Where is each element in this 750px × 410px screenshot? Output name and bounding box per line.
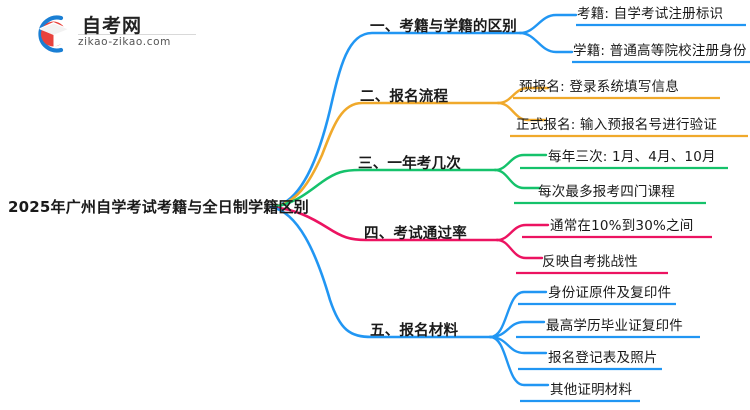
leaf-node-5-4[interactable]: 其他证明材料 (550, 382, 633, 398)
branch-node-5[interactable]: 五、报名材料 (370, 323, 459, 339)
branch-curve-2 (269, 101, 500, 209)
leaf-node-1-2[interactable]: 学籍: 普通高等院校注册身份 (573, 43, 747, 59)
leaf-node-1-1[interactable]: 考籍: 自学考试注册标识 (577, 6, 724, 22)
branch-node-4[interactable]: 四、考试通过率 (364, 226, 467, 242)
site-logo[interactable]: 自考网 zikao-zikao.com (28, 10, 198, 58)
logo-wordmark: 自考网 (82, 15, 143, 37)
graduation-cap-in-circle-icon (38, 15, 68, 53)
leaf-node-4-2[interactable]: 反映自考挑战性 (542, 254, 638, 270)
leaf-curve-1-2 (518, 31, 574, 54)
leaf-node-2-1[interactable]: 预报名: 登录系统填写信息 (519, 79, 679, 95)
leaf-curve-4-1 (495, 223, 550, 242)
leaf-curve-3-2 (493, 168, 542, 190)
leaf-node-3-2[interactable]: 每次最多报考四门课程 (538, 184, 675, 200)
logo-domain: zikao-zikao.com (78, 36, 171, 48)
branch-node-3[interactable]: 三、一年考几次 (358, 156, 461, 172)
branch-node-1[interactable]: 一、考籍与学籍的区别 (370, 19, 517, 35)
leaf-curve-5-4 (488, 335, 550, 387)
mindmap-root-node[interactable]: 2025年广州自学考试考籍与全日制学籍区别 (8, 198, 309, 216)
leaf-node-2-2[interactable]: 正式报名: 输入预报名号进行验证 (516, 117, 718, 133)
leaf-curve-5-2 (488, 320, 546, 339)
leaf-node-5-3[interactable]: 报名登记表及照片 (548, 350, 658, 366)
leaf-curve-1-1 (518, 13, 578, 35)
logo-divider (78, 34, 196, 35)
leaf-curve-3-1 (493, 153, 548, 172)
leaf-curve-5-3 (488, 335, 548, 355)
leaf-curve-5-1 (488, 290, 548, 339)
branch-node-2[interactable]: 二、报名流程 (360, 89, 449, 105)
leaf-node-3-1[interactable]: 每年三次: 1月、4月、10月 (548, 149, 716, 165)
leaf-node-5-2[interactable]: 最高学历毕业证复印件 (546, 318, 683, 334)
leaf-node-5-1[interactable]: 身份证原件及复印件 (548, 285, 672, 301)
leaf-curve-4-2 (495, 238, 544, 260)
branch-curve-1 (269, 31, 522, 209)
leaf-node-4-1[interactable]: 通常在10%到30%之间 (550, 218, 694, 234)
